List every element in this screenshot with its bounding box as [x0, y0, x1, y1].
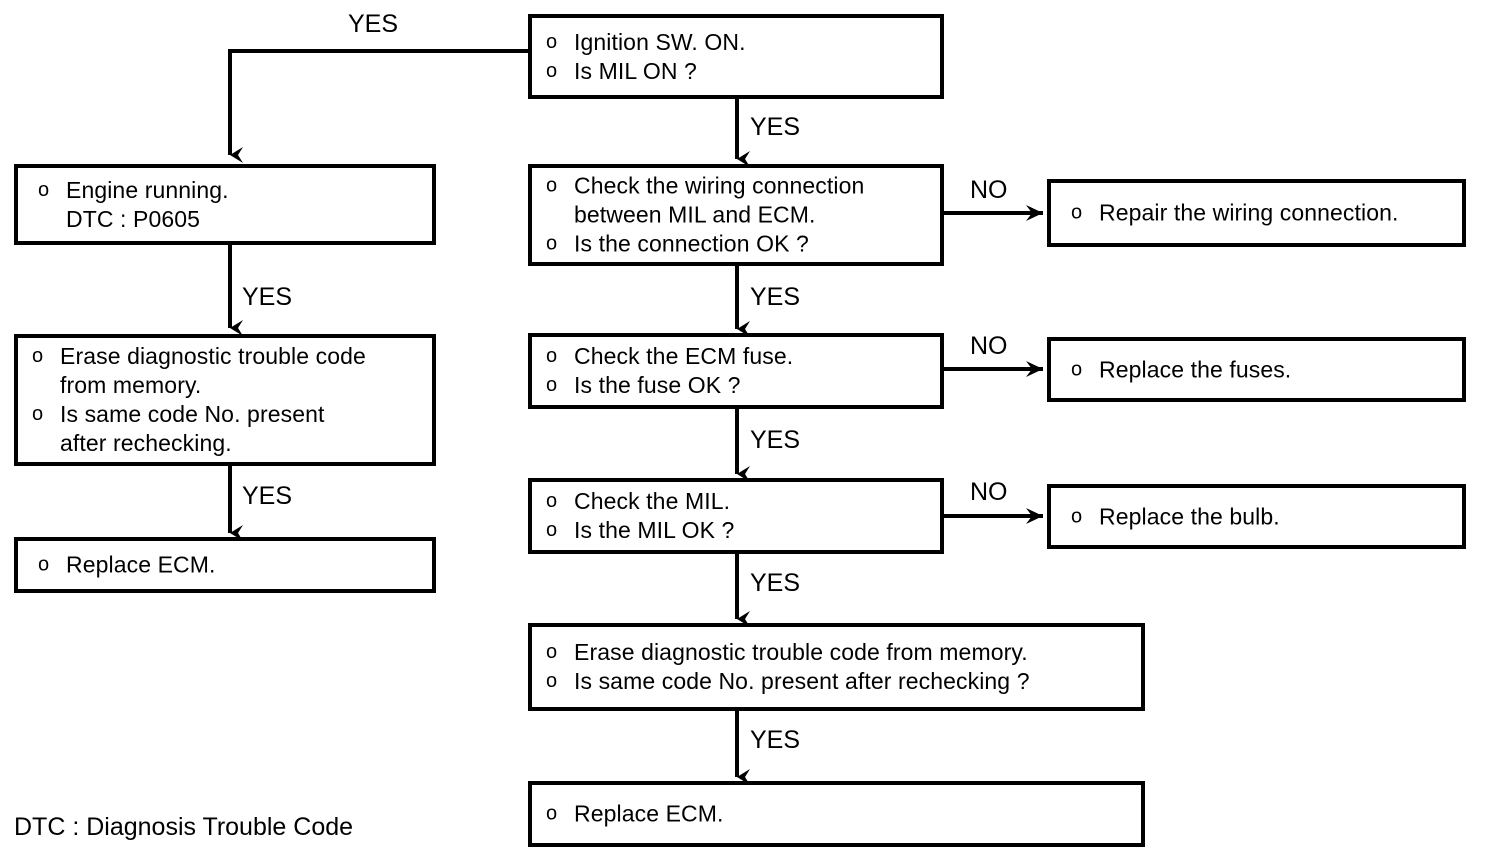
edge-label-yes-engine-down: YES: [242, 283, 293, 311]
node-ignition[interactable]: o Ignition SW. ON. o Is MIL ON ?: [528, 14, 944, 99]
node-ignition-lines: o Ignition SW. ON. o Is MIL ON ?: [546, 28, 934, 86]
edge-label-no-mil: NO: [970, 478, 1008, 506]
node-line-text: Ignition SW. ON.: [574, 28, 746, 55]
node-line-text: from memory.: [60, 372, 202, 398]
node-replace-fuses[interactable]: o Replace the fuses.: [1047, 337, 1466, 402]
bullet-icon: o: [546, 345, 558, 367]
node-line-text: Is same code No. present: [60, 401, 325, 427]
node-line-text: Is the fuse OK ?: [574, 372, 741, 398]
edge-label-yes-wiring-down: YES: [750, 283, 801, 311]
node-replace-fuses-lines: o Replace the fuses.: [1071, 355, 1462, 384]
node-line-text: between MIL and ECM.: [574, 201, 816, 228]
bullet-icon: o: [32, 345, 44, 367]
node-line-text: Check the ECM fuse.: [574, 343, 794, 369]
node-line: o Is same code No. present: [32, 400, 426, 429]
node-line-text: Replace the bulb.: [1099, 503, 1280, 529]
node-line-text: Erase diagnostic trouble code from memor…: [574, 639, 1028, 665]
node-erase-dtc-bottom[interactable]: o Erase diagnostic trouble code from mem…: [528, 623, 1145, 711]
node-line: from memory.: [32, 371, 426, 400]
bullet-icon: o: [38, 178, 50, 201]
node-line: o Erase diagnostic trouble code from mem…: [546, 638, 1135, 667]
edge-label-yes-top-left: YES: [348, 10, 399, 38]
node-line-text: Is MIL ON ?: [574, 57, 697, 84]
node-line: after rechecking.: [32, 429, 426, 458]
node-line-text: DTC : P0605: [66, 205, 201, 232]
node-line: o Erase diagnostic trouble code: [32, 342, 426, 371]
node-replace-bulb[interactable]: o Replace the bulb.: [1047, 484, 1466, 549]
node-line-text: Repair the wiring connection.: [1099, 199, 1399, 226]
node-line: o Check the MIL.: [546, 487, 934, 516]
bullet-icon: o: [546, 670, 558, 692]
edge-label-yes-erase-left-down: YES: [242, 482, 293, 510]
node-replace-bulb-lines: o Replace the bulb.: [1071, 502, 1462, 531]
node-line: o Is the connection OK ?: [546, 230, 934, 259]
bullet-icon: o: [38, 553, 50, 576]
bullet-icon: o: [546, 174, 558, 197]
edge-label-yes-fuse-down: YES: [750, 426, 801, 454]
node-line-text: Engine running.: [66, 176, 229, 203]
node-check-mil-lines: o Check the MIL. o Is the MIL OK ?: [546, 487, 934, 545]
legend-row-dtc: DTC : Diagnosis Trouble Code: [14, 813, 354, 841]
node-line: o Replace ECM.: [546, 800, 1135, 829]
bullet-icon: o: [546, 232, 558, 255]
node-line-text: Erase diagnostic trouble code: [60, 343, 366, 369]
node-line-text: Replace ECM.: [66, 551, 216, 578]
node-line: o Replace ECM.: [38, 551, 432, 580]
node-line: o Is the fuse OK ?: [546, 371, 934, 400]
edge-label-yes-erase-bottom-down: YES: [750, 726, 801, 754]
node-check-wiring[interactable]: o Check the wiring connection between MI…: [528, 164, 944, 266]
edge-label-yes-mil-down: YES: [750, 569, 801, 597]
edge-label-yes-ignition-down: YES: [750, 113, 801, 141]
bullet-icon: o: [546, 641, 558, 663]
node-line-text: Is the connection OK ?: [574, 230, 809, 257]
node-engine-running[interactable]: o Engine running. DTC : P0605: [14, 164, 436, 245]
bullet-icon: o: [32, 403, 44, 425]
node-engine-running-lines: o Engine running. DTC : P0605: [38, 176, 432, 234]
node-erase-dtc-left[interactable]: o Erase diagnostic trouble code from mem…: [14, 334, 436, 466]
node-check-mil[interactable]: o Check the MIL. o Is the MIL OK ?: [528, 478, 944, 554]
bullet-icon: o: [546, 59, 558, 82]
node-line-text: Is the MIL OK ?: [574, 517, 735, 543]
node-line-text: Replace the fuses.: [1099, 356, 1292, 382]
bullet-icon: o: [1071, 201, 1083, 224]
bullet-icon: o: [546, 490, 558, 512]
node-line: o Check the ECM fuse.: [546, 342, 934, 371]
node-erase-dtc-left-lines: o Erase diagnostic trouble code from mem…: [32, 342, 426, 458]
node-check-ecm-fuse-lines: o Check the ECM fuse. o Is the fuse OK ?: [546, 342, 934, 400]
node-line-text: Check the wiring connection: [574, 172, 865, 199]
edge-label-no-fuse: NO: [970, 332, 1008, 360]
node-line: o Engine running.: [38, 176, 432, 205]
node-repair-wiring-lines: o Repair the wiring connection.: [1071, 199, 1462, 228]
node-line: o Replace the fuses.: [1071, 355, 1462, 384]
node-check-wiring-lines: o Check the wiring connection between MI…: [546, 172, 934, 259]
node-line: o Check the wiring connection: [546, 172, 934, 201]
node-line-text: Check the MIL.: [574, 488, 731, 514]
node-line: o Is the MIL OK ?: [546, 516, 934, 545]
node-replace-ecm-bottom-lines: o Replace ECM.: [546, 800, 1135, 829]
bullet-icon: o: [1071, 358, 1083, 380]
node-replace-ecm-left[interactable]: o Replace ECM.: [14, 537, 436, 593]
bullet-icon: o: [1071, 505, 1083, 527]
node-check-ecm-fuse[interactable]: o Check the ECM fuse. o Is the fuse OK ?: [528, 333, 944, 409]
node-line-text: after rechecking.: [60, 430, 232, 456]
node-line: o Ignition SW. ON.: [546, 28, 934, 57]
node-line: o Replace the bulb.: [1071, 502, 1462, 531]
node-line: o Is same code No. present after recheck…: [546, 667, 1135, 696]
bullet-icon: o: [546, 30, 558, 53]
node-line: o Is MIL ON ?: [546, 57, 934, 86]
node-line: between MIL and ECM.: [546, 201, 934, 230]
abbreviation-legend: DTC : Diagnosis Trouble Code ECM : Engin…: [14, 745, 367, 864]
node-line-text: Is same code No. present after recheckin…: [574, 668, 1030, 694]
bullet-icon: o: [546, 374, 558, 396]
node-replace-ecm-left-lines: o Replace ECM.: [38, 551, 432, 580]
node-line-text: Replace ECM.: [574, 800, 724, 827]
node-erase-dtc-bottom-lines: o Erase diagnostic trouble code from mem…: [546, 638, 1135, 696]
node-repair-wiring[interactable]: o Repair the wiring connection.: [1047, 179, 1466, 247]
bullet-icon: o: [546, 802, 558, 825]
node-replace-ecm-bottom[interactable]: o Replace ECM.: [528, 781, 1145, 847]
node-line: DTC : P0605: [38, 205, 432, 234]
bullet-icon: o: [546, 519, 558, 541]
edge-label-no-wiring: NO: [970, 176, 1008, 204]
node-line: o Repair the wiring connection.: [1071, 199, 1462, 228]
